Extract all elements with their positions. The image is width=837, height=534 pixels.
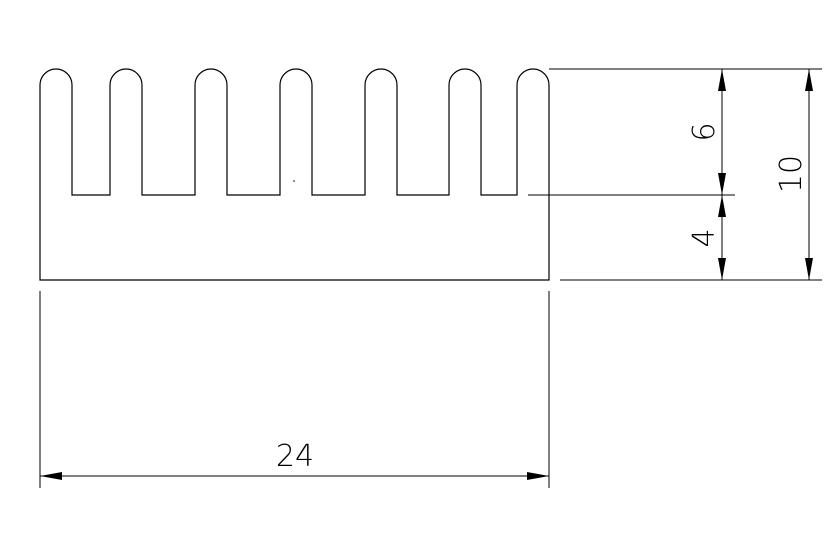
dim-label-width: 24 — [276, 439, 314, 474]
arrow-right-icon — [527, 472, 549, 480]
arrow-down-icon — [718, 258, 726, 280]
arrow-up-icon — [805, 69, 813, 91]
arrow-up-icon — [718, 69, 726, 91]
arrow-down-icon — [718, 173, 726, 195]
dimension-width: 24 — [40, 439, 549, 480]
dim-label-fin-height: 6 — [687, 122, 722, 141]
dim-label-base-height: 4 — [687, 228, 722, 247]
arrow-down-icon — [805, 258, 813, 280]
arrow-left-icon — [40, 472, 62, 480]
arrow-up-icon — [718, 195, 726, 217]
dim-label-total-height: 10 — [774, 155, 809, 193]
center-mark — [293, 180, 295, 182]
heatsink-outline — [39, 68, 550, 281]
dimension-total-height: 10 — [774, 69, 813, 280]
extension-lines — [39, 68, 822, 488]
dimension-fin-height: 6 — [687, 69, 726, 195]
dimension-base-height: 4 — [687, 195, 726, 280]
